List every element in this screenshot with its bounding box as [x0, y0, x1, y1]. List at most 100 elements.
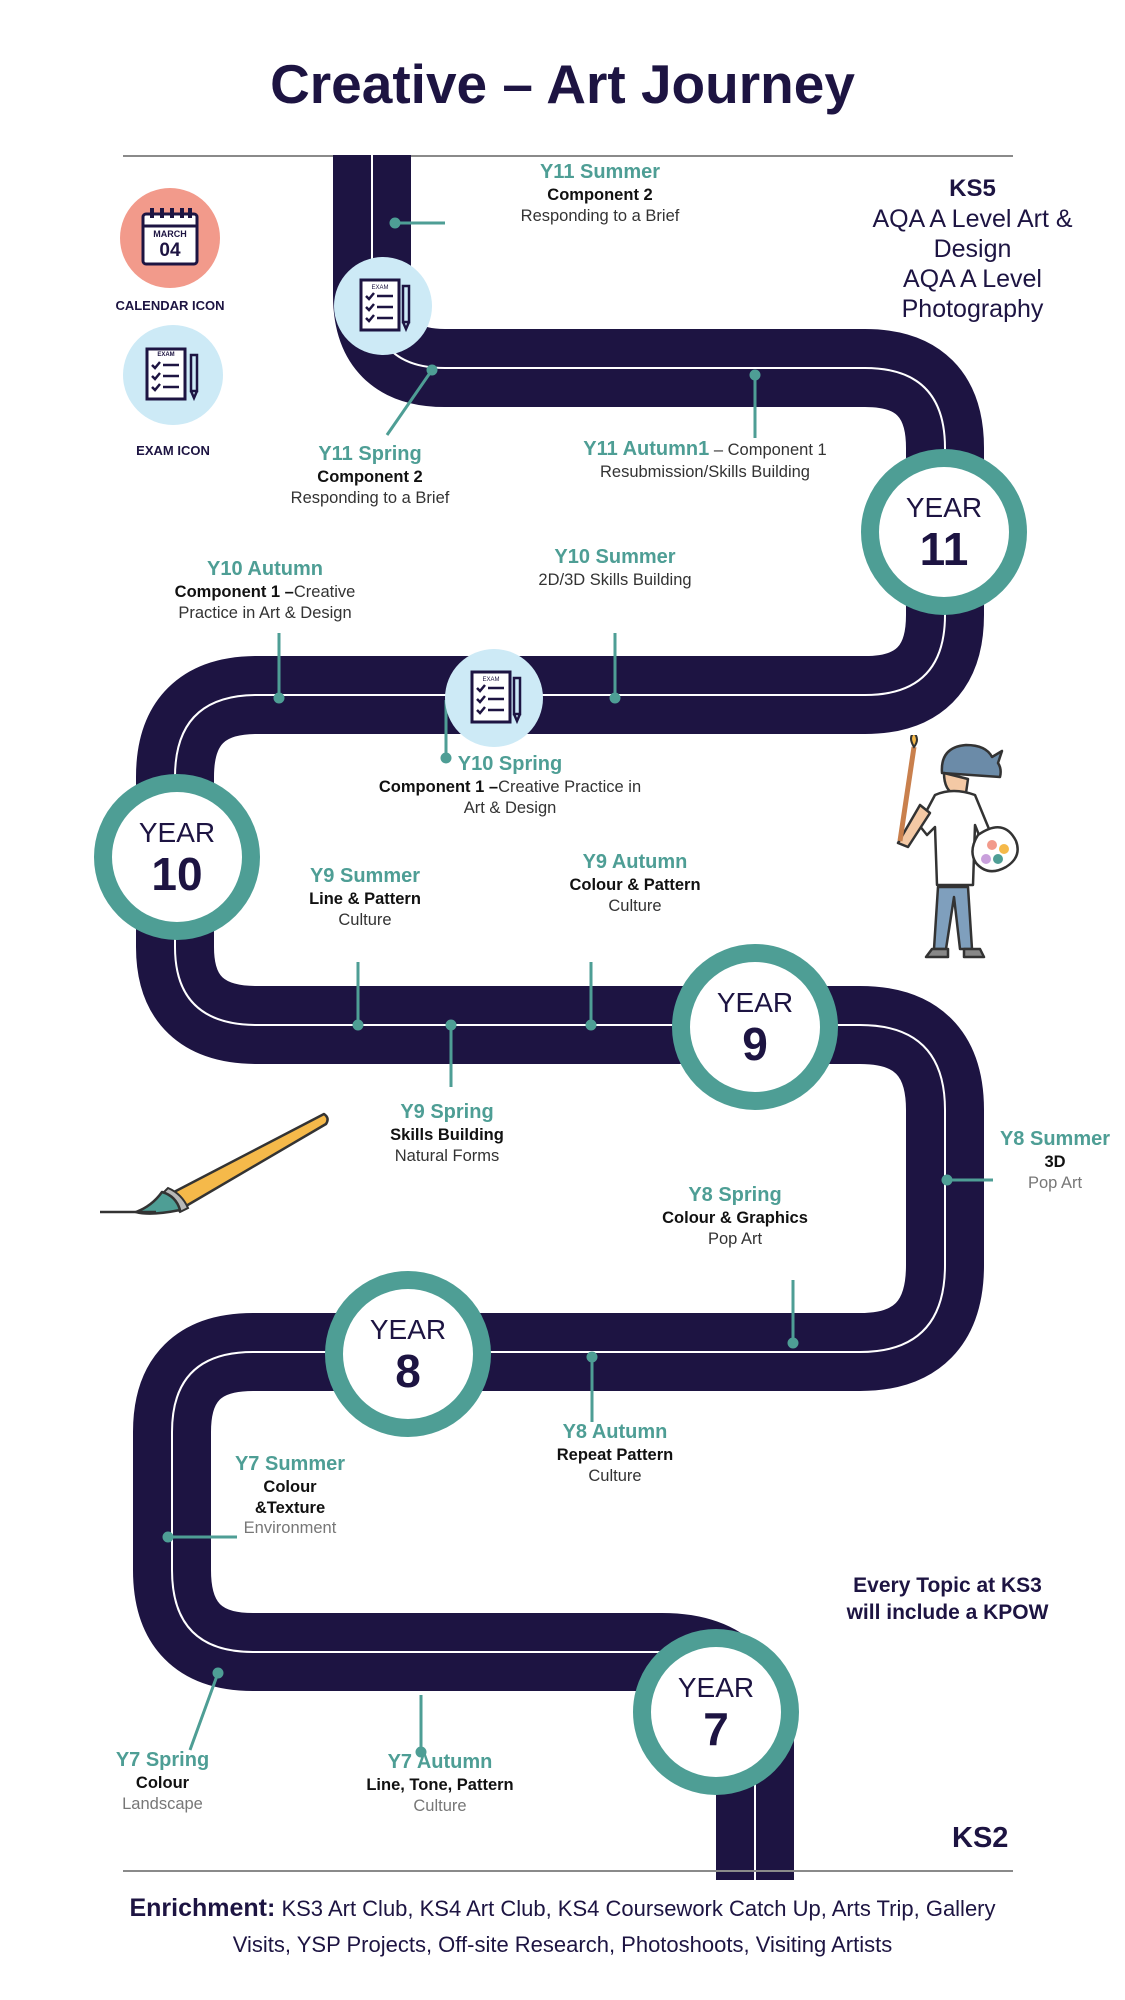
- year-number: 7: [703, 1703, 729, 1755]
- year-11-badge: YEAR 11: [860, 448, 1028, 616]
- term-detail: Environment: [243, 1519, 337, 1538]
- term-topic: Colour & Pattern: [569, 876, 701, 894]
- enrichment-footer: Enrichment: KS3 Art Club, KS4 Art Club, …: [90, 1890, 1035, 1961]
- enrichment-line: KS3 Art Club, KS4 Art Club, KS4 Coursewo…: [275, 1896, 996, 1921]
- term-detail: Resubmission/Skills Building: [599, 463, 810, 481]
- term-detail: Pop Art: [707, 1229, 763, 1248]
- year-7-badge: YEAR 7: [632, 1628, 800, 1796]
- term-detail: Culture: [588, 1466, 642, 1485]
- calendar-icon-caption: CALENDAR ICON: [115, 298, 225, 313]
- paintbrush-illustration: [100, 1112, 329, 1215]
- year-label: YEAR: [905, 492, 983, 523]
- year-number: 9: [742, 1018, 768, 1070]
- exam-tag: EXAM: [157, 352, 175, 358]
- exam-icon-caption: EXAM ICON: [136, 443, 210, 458]
- svg-text:EXAM: EXAM: [371, 285, 388, 291]
- term-title: Y9 Summer: [309, 865, 421, 887]
- term-y10-summer: Y10 Summer 2D/3D Skills Building: [480, 545, 750, 591]
- term-y11-autumn: Y11 Autumn1 – Component 1 Resubmission/S…: [555, 437, 855, 483]
- term-topic: Repeat Pattern: [556, 1446, 674, 1464]
- term-y8-summer: Y8 Summer 3D Pop Art: [985, 1127, 1125, 1193]
- term-y8-spring: Y8 Spring Colour & Graphics Pop Art: [620, 1183, 850, 1249]
- term-title: Y8 Spring: [688, 1184, 782, 1206]
- term-title: Y10 Summer: [554, 546, 676, 568]
- enrichment-label: Enrichment:: [129, 1894, 276, 1922]
- term-y11-spring: Y11 Spring Component 2 Responding to a B…: [235, 442, 505, 508]
- kpow-note: Every Topic at KS3 will include a KPOW: [815, 1572, 1080, 1627]
- term-title: Y8 Autumn: [562, 1421, 668, 1443]
- term-topic: Colour: [135, 1774, 190, 1792]
- ks5-line: Design: [933, 234, 1012, 263]
- kpow-line: will include a KPOW: [846, 1601, 1049, 1625]
- term-detail: Pop Art: [1027, 1173, 1083, 1192]
- year-9-badge: YEAR 9: [671, 943, 839, 1111]
- term-title: Y8 Summer: [999, 1128, 1111, 1150]
- exam-icon: EXAM: [333, 256, 433, 356]
- term-y9-autumn: Y9 Autumn Colour & Pattern Culture: [525, 850, 745, 916]
- term-y7-spring: Y7 Spring Colour Landscape: [85, 1748, 240, 1814]
- ks2-label: KS2: [952, 1822, 1009, 1854]
- ks5-line: AQA A Level: [903, 264, 1042, 293]
- term-y7-summer: Y7 Summer Colour &Texture Environment: [195, 1452, 385, 1539]
- ks5-line: Photography: [901, 294, 1044, 323]
- term-topic: Component 2: [547, 186, 653, 204]
- top-divider: [123, 155, 1013, 157]
- page-title: Creative – Art Journey: [270, 53, 855, 115]
- term-topic: Skills Building: [390, 1126, 504, 1144]
- term-title: Y7 Autumn: [387, 1751, 493, 1773]
- term-topic: Component 1 –: [378, 778, 499, 796]
- term-detail: 2D/3D Skills Building: [538, 571, 692, 589]
- term-title: Y11 Summer: [539, 161, 661, 183]
- bottom-divider: [123, 1870, 1013, 1872]
- term-topic-rest: Creative Practice in: [498, 778, 642, 796]
- year-number: 8: [395, 1345, 421, 1397]
- term-topic: Line, Tone, Pattern: [366, 1776, 514, 1794]
- term-topic-rest: Creative: [293, 583, 356, 601]
- ks5-line: AQA A Level Art &: [872, 204, 1073, 233]
- year-label: YEAR: [369, 1314, 447, 1345]
- term-title: Y11 Autumn1: [583, 438, 710, 460]
- svg-text:EXAM: EXAM: [482, 677, 499, 683]
- term-y10-autumn: Y10 Autumn Component 1 –Creative Practic…: [130, 557, 400, 623]
- term-topic: Line & Pattern: [309, 890, 421, 908]
- term-detail: Responding to a Brief: [520, 206, 680, 225]
- year-number: 10: [151, 848, 203, 900]
- term-topic: Component 1 –: [174, 583, 294, 601]
- calendar-month: MARCH: [153, 229, 187, 239]
- term-y8-autumn: Y8 Autumn Repeat Pattern Culture: [505, 1420, 725, 1486]
- kpow-line: Every Topic at KS3: [853, 1574, 1042, 1597]
- ks5-block: KS5 AQA A Level Art & Design AQA A Level…: [840, 175, 1105, 324]
- term-title: Y10 Spring: [457, 753, 563, 775]
- term-detail: Culture: [338, 910, 392, 929]
- term-y10-spring: Y10 Spring Component 1 –Creative Practic…: [345, 752, 675, 818]
- term-title: Y7 Spring: [115, 1749, 210, 1771]
- year-label: YEAR: [716, 987, 794, 1018]
- exam-icon: EXAM: [444, 648, 544, 748]
- painter-illustration: [896, 735, 1019, 959]
- term-detail: Art & Design: [463, 798, 557, 817]
- year-label: YEAR: [677, 1672, 755, 1703]
- term-topic: Colour & Graphics: [662, 1209, 808, 1227]
- year-10-badge: YEAR 10: [93, 773, 261, 941]
- term-detail: Practice in Art & Design: [178, 603, 352, 622]
- term-title: Y9 Spring: [400, 1101, 494, 1123]
- term-topic: Colour: [263, 1478, 317, 1496]
- term-title: Y10 Autumn: [207, 558, 323, 580]
- term-y9-summer: Y9 Summer Line & Pattern Culture: [255, 864, 475, 930]
- year-label: YEAR: [138, 817, 216, 848]
- exam-icon-legend: EXAM: [123, 325, 223, 425]
- enrichment-line: Visits, YSP Projects, Off-site Research,…: [232, 1931, 893, 1957]
- term-detail: Landscape: [122, 1794, 203, 1813]
- term-title: Y7 Summer: [234, 1453, 346, 1475]
- ks5-heading: KS5: [949, 175, 996, 202]
- term-detail: Natural Forms: [394, 1146, 500, 1165]
- year-number: 11: [919, 523, 969, 575]
- term-title: Y9 Autumn: [582, 851, 688, 873]
- term-detail: Culture: [608, 896, 662, 915]
- term-title: Y11 Spring: [318, 443, 422, 465]
- term-detail: Culture: [413, 1796, 467, 1815]
- calendar-icon: MARCH 04: [120, 188, 220, 288]
- term-topic: – Component 1: [709, 441, 827, 459]
- calendar-day: 04: [159, 240, 181, 261]
